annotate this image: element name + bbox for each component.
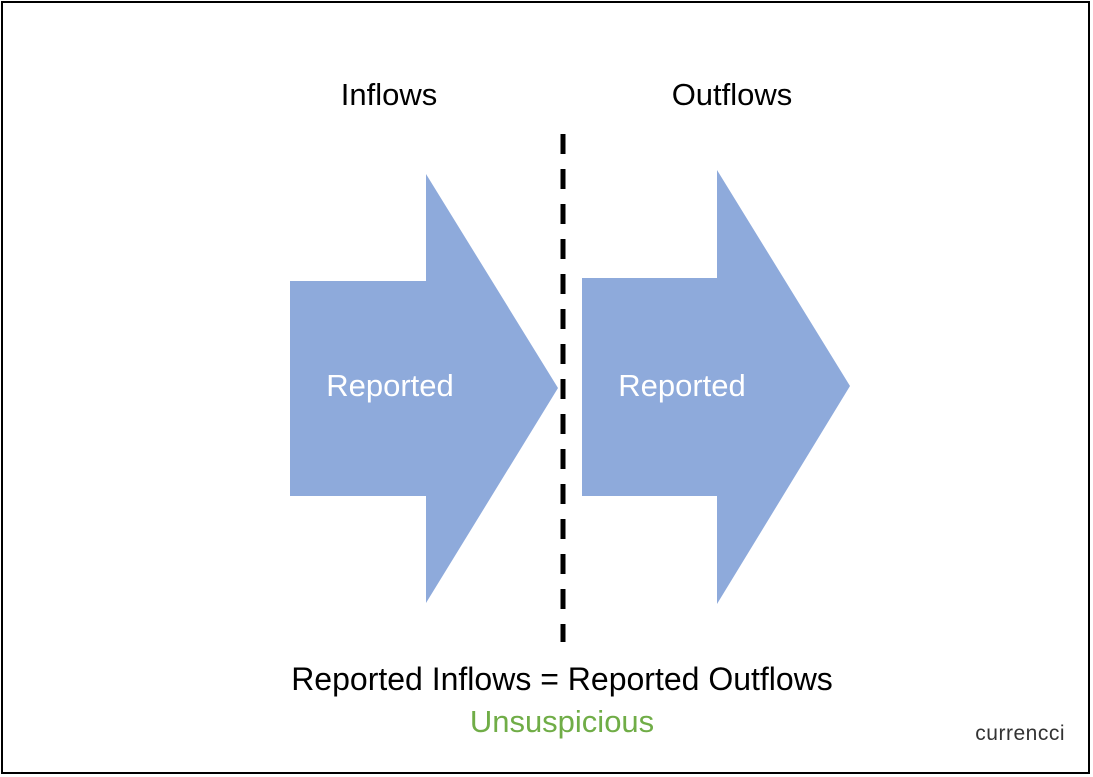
equation-text: Reported Inflows = Reported Outflows — [291, 661, 833, 697]
verdict-text: Unsuspicious — [469, 704, 655, 739]
inflow-arrow-label: Reported — [326, 368, 454, 403]
brand-logo-text: currencci — [975, 722, 1065, 745]
outflow-arrow-label: Reported — [618, 368, 746, 403]
outflows-heading: Outflows — [671, 77, 793, 112]
inflows-heading: Inflows — [340, 77, 438, 112]
outflow-arrow — [582, 170, 850, 604]
inflow-arrow — [290, 174, 558, 603]
